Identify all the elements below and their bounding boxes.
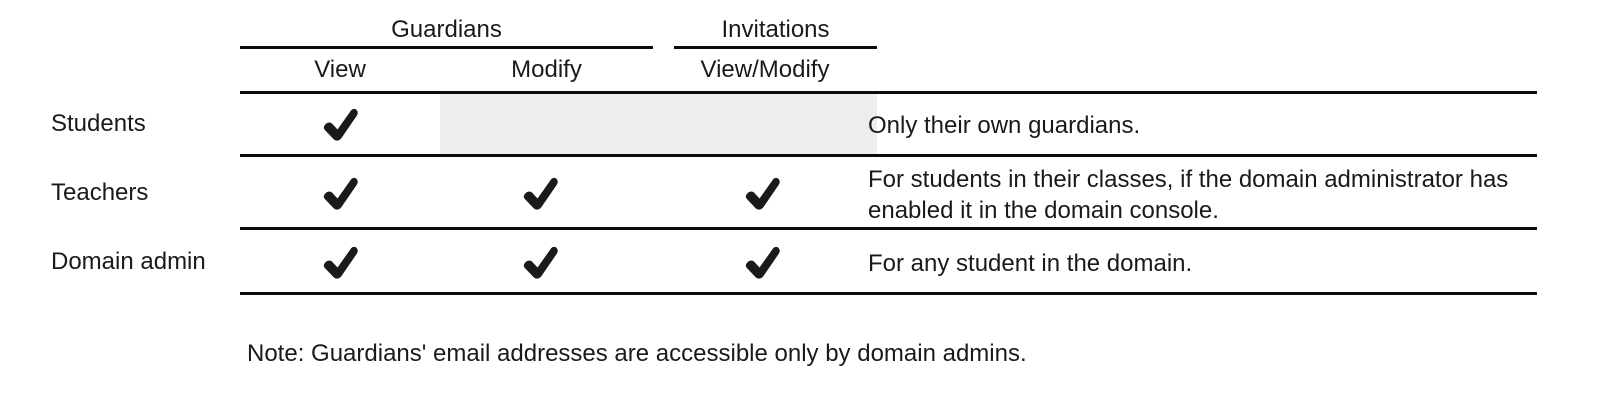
group-rule-guardians [240,46,653,49]
column-header-guardians-view: View [314,56,366,83]
column-group-label-invitations: Invitations [721,16,830,43]
table-bottom-rule [240,292,1537,295]
row-label-domain-admin: Domain admin [51,248,206,275]
row-label-students: Students [51,110,146,137]
column-group-label-guardians: Guardians [391,16,502,43]
column-header-guardians-modify: Modify [511,56,582,83]
column-header-invitations-view-modify: View/Modify [700,56,830,83]
note-domain-admin: For any student in the domain. [868,250,1193,277]
group-rule-invitations [674,46,877,49]
row-rule-after-teachers [240,227,1537,230]
row-rule-after-students [240,154,1537,157]
table-header-rule [240,91,1537,94]
check-mark-icon-students-guardians-view [317,102,363,148]
check-mark-icon-teachers-guardians-modify [517,171,563,217]
footnote-text: Note: Guardians' email addresses are acc… [247,340,1027,367]
check-mark-icon-teachers-guardians-view [317,171,363,217]
check-mark-icon-domain-admin-invitations-view-modify [739,240,785,286]
note-teachers: For students in their classes, if the do… [868,166,1509,224]
check-mark-icon-teachers-invitations-view-modify [739,171,785,217]
check-mark-icon-domain-admin-guardians-modify [517,240,563,286]
note-students: Only their own guardians. [868,112,1141,139]
row-label-teachers: Teachers [51,179,149,206]
cell-students-guardians-modify-disabled [440,94,877,154]
check-mark-icon-domain-admin-guardians-view [317,240,363,286]
